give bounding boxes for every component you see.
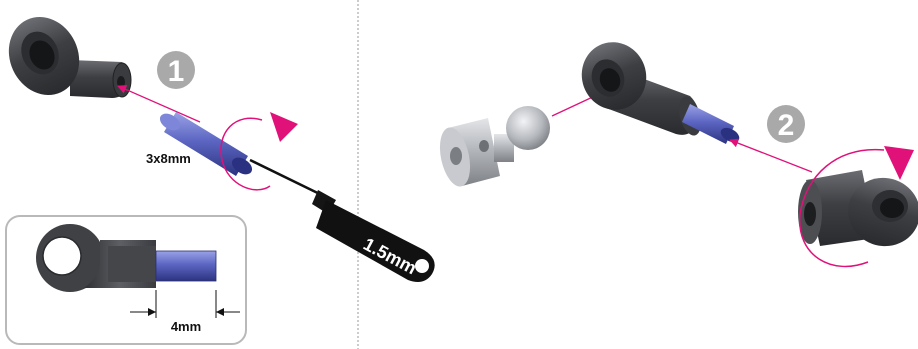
step2-number: 2	[778, 109, 795, 142]
step2-rotation-arrowhead	[884, 146, 914, 180]
step2-ball-stud	[435, 106, 550, 189]
inset-dimension-label: 4mm	[171, 319, 201, 334]
step1-badge: 1	[157, 51, 195, 89]
inset-detail-box: 4mm	[6, 216, 246, 344]
inset-pin	[156, 251, 216, 281]
hex-driver-tool: 1.5mm	[250, 160, 435, 282]
step1-ball-end	[0, 5, 131, 106]
step2-badge: 2	[767, 105, 805, 143]
step2-insert-arrow	[730, 140, 812, 172]
step1-insert-arrow	[118, 86, 200, 122]
step1-number: 1	[168, 55, 185, 88]
step2-rod-end	[572, 33, 741, 145]
pin-size-label: 3x8mm	[146, 151, 191, 166]
step1-rotation-arrowhead	[270, 112, 298, 142]
step2-second-rod-end	[798, 170, 918, 254]
